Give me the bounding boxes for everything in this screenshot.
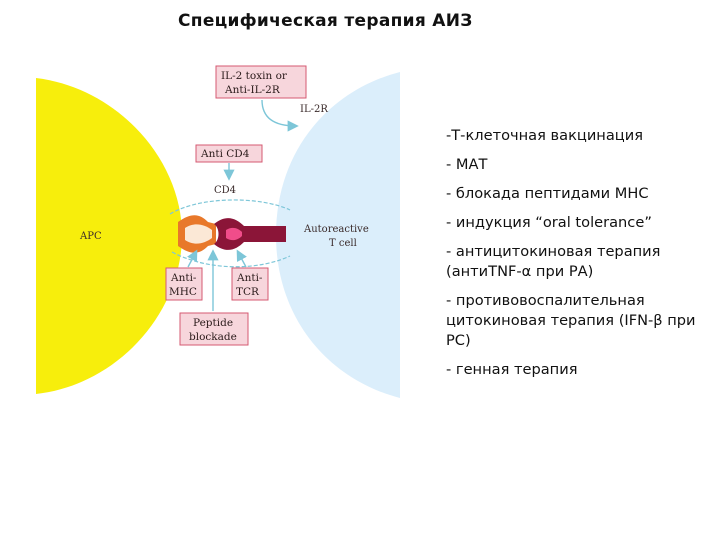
list-item: -Т-клеточная вакцинация [446, 127, 643, 144]
il2-toxin-label-line1: IL-2 toxin or [221, 70, 288, 82]
anti-tcr-label-line1: Anti- [236, 272, 263, 284]
anti-mhc-label-line1: Anti- [170, 272, 197, 284]
t-cell [276, 72, 400, 398]
il2-arrow [261, 99, 299, 132]
tcell-label-line1: Autoreactive [303, 224, 369, 235]
peptide-blockade-box [179, 312, 249, 346]
peptide-label-line1: Peptide [193, 317, 233, 329]
il2-toxin-label-line2: Anti-IL-2R [224, 84, 281, 96]
apc-label: APC [79, 231, 102, 242]
il2r-label: IL-2R [300, 104, 328, 115]
anti-cd4-box [195, 144, 263, 163]
anti-tcr-arrow [236, 249, 247, 268]
list-item: - генная терапия [446, 361, 578, 378]
tcell-label-line2: T cell [329, 238, 357, 249]
anti-tcr-label-line2: TCR [236, 286, 260, 298]
apc-cell [36, 78, 182, 394]
peptide-label-line2: blockade [189, 331, 237, 343]
anti-mhc-box [165, 267, 203, 301]
list-item: - антицитокиновая терапия (антиTNF-α при… [446, 243, 661, 280]
list-item: - блокада пептидами МНС [446, 185, 649, 202]
tcr-molecule [214, 218, 286, 250]
cd4-label: CD4 [214, 185, 236, 196]
list-item: - противовоспалительная цитокиновая тера… [446, 292, 696, 349]
anti-cd4-label: Anti CD4 [200, 148, 250, 160]
list-item: - индукция “oral tolerance” [446, 214, 652, 231]
list-item: - МАТ [446, 156, 488, 173]
therapy-list: -Т-клеточная вакцинация - МАТ - блокада … [446, 126, 708, 389]
anti-mhc-arrow [187, 249, 198, 268]
cd4-arc-top [169, 199, 291, 215]
anti-tcr-box [231, 267, 269, 301]
cd4-arc-bottom [171, 251, 291, 268]
anti-mhc-label-line2: MHC [169, 286, 197, 298]
slide-title: Специфическая терапия АИЗ [178, 11, 473, 31]
il2-toxin-box [215, 65, 307, 99]
